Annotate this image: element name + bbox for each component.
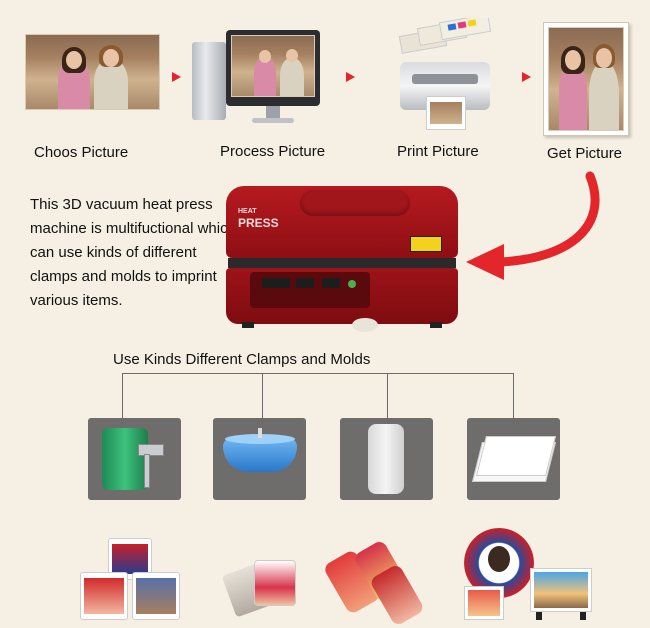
machine-description: This 3D vacuum heat press machine is mul… <box>30 196 236 309</box>
step-label-choose: Choos Picture <box>34 144 129 161</box>
heat-press-machine: HEAT PRESS <box>222 186 462 336</box>
brand-small-text: HEAT <box>238 208 257 215</box>
printed-cups-icon <box>221 556 300 618</box>
curved-arrow-icon <box>466 171 600 280</box>
flat-plate-mold-box <box>467 418 560 500</box>
phone-case-mold-icon <box>368 424 404 494</box>
step-label-print: Print Picture <box>397 143 479 160</box>
arrow-right-icon <box>346 72 355 82</box>
mug-clamp-icon <box>102 428 148 490</box>
warning-label-icon <box>410 236 442 252</box>
brand-big-text: PRESS <box>238 216 279 230</box>
computer-monitor-icon <box>190 24 322 134</box>
phone-case-mold-box <box>340 418 433 500</box>
step-label-get: Get Picture <box>547 145 623 162</box>
tree-connector <box>122 373 514 374</box>
arrow-right-icon <box>522 72 531 82</box>
arrow-right-icon <box>172 72 181 82</box>
step-label-process: Process Picture <box>220 143 326 160</box>
printed-phone-cases-icon <box>322 539 430 627</box>
printed-plates-icon <box>464 528 594 620</box>
printed-mugs-icon <box>80 532 180 622</box>
step-choose-image <box>25 34 160 110</box>
mug-clamp-box <box>88 418 181 500</box>
clamps-title: Use Kinds Different Clamps and Molds <box>113 351 371 368</box>
printed-photo-icon <box>543 22 629 136</box>
printer-icon <box>392 18 496 132</box>
plate-mold-box <box>213 418 306 500</box>
